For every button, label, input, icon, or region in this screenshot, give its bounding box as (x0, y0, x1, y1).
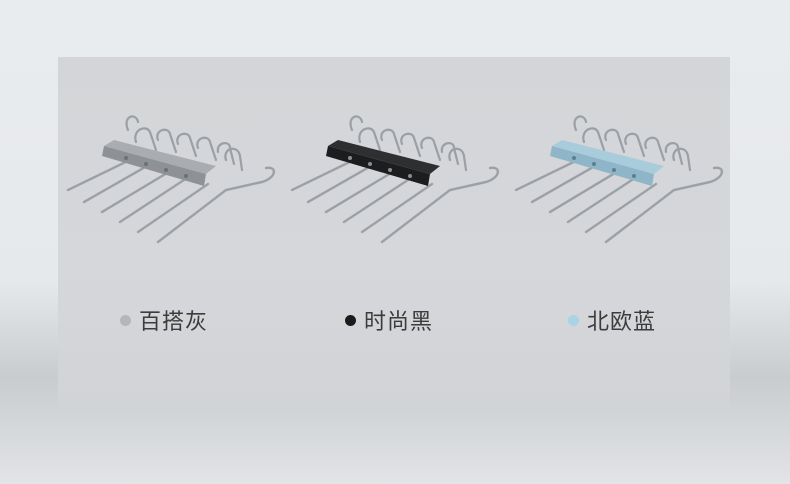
color-dot-icon (120, 314, 131, 326)
variant-label-grey: 百搭灰 (120, 306, 209, 335)
variant-name: 时尚黑 (364, 310, 434, 335)
pants-hanger-icon (66, 115, 276, 244)
variant-name: 北欧蓝 (587, 310, 657, 335)
pants-hanger-icon (514, 115, 724, 244)
color-dot-icon (568, 314, 579, 326)
product-image-blue (514, 110, 738, 250)
variant-label-blue: 北欧蓝 (568, 306, 657, 335)
product-image-grey (66, 110, 290, 250)
variant-label-black: 时尚黑 (345, 306, 434, 335)
product-image-black (290, 110, 514, 250)
variant-name: 百搭灰 (139, 310, 209, 335)
pants-hanger-icon (290, 115, 500, 244)
color-dot-icon (345, 314, 356, 326)
